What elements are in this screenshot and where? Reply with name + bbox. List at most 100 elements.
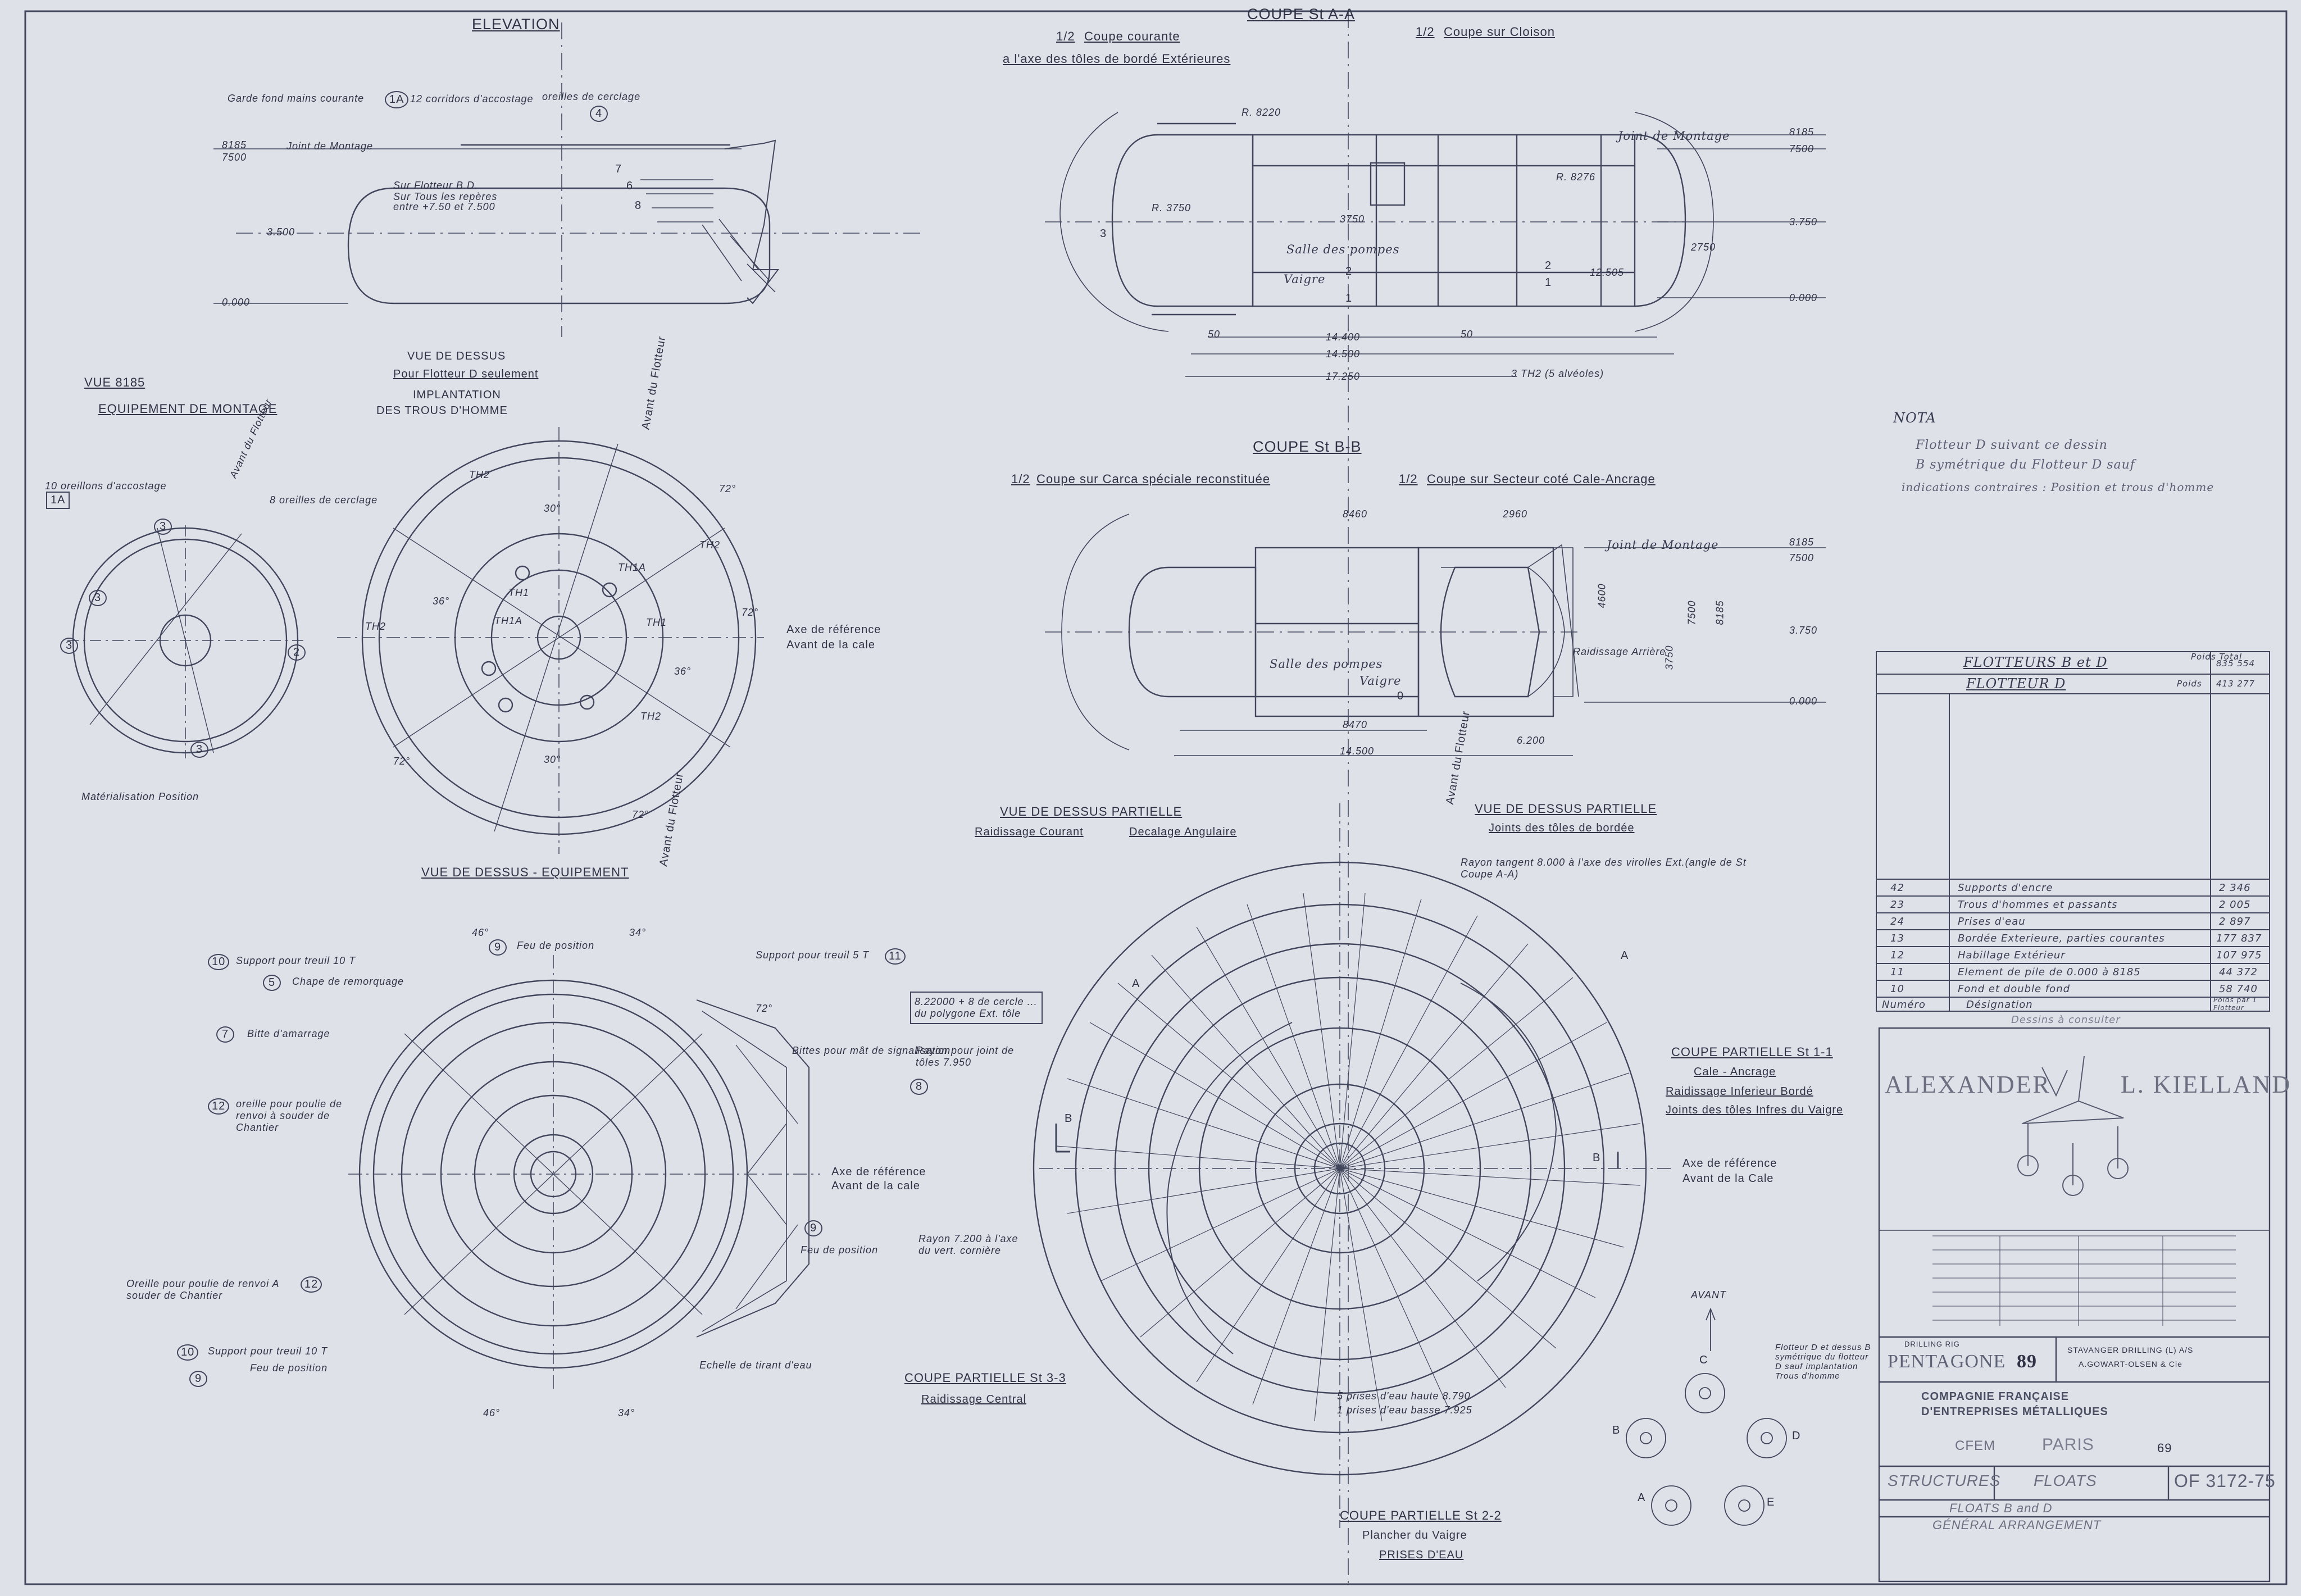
elevation-note: Sur Flotteur B.D. <box>393 180 479 191</box>
dimension: 14.400 <box>1326 331 1361 343</box>
label: 36° <box>433 595 450 607</box>
nota-title: NOTA <box>1893 410 1936 426</box>
label: 0 <box>1397 690 1404 702</box>
dimension: 2750 <box>1691 242 1716 253</box>
table-row-num: 23 <box>1890 899 1904 911</box>
vue-partielle-right-l2: Joints des tôles de bordée <box>1489 822 1635 834</box>
vue-partielle-left-l3: Decalage Angulaire <box>1129 826 1237 838</box>
section-mark: B <box>1065 1112 1073 1125</box>
table-row-weight: 2 346 <box>2219 882 2251 894</box>
coupe-11-l3: Raidissage Inferieur Bordé <box>1666 1085 1813 1098</box>
cfem: CFEM <box>1955 1438 1995 1453</box>
float-e: E <box>1767 1496 1775 1508</box>
level-label: 7500 <box>222 152 247 163</box>
sheet-no: 69 <box>2157 1441 2172 1455</box>
number: 2 <box>288 644 306 661</box>
label: 72° <box>393 756 411 767</box>
vue-8185-view <box>67 525 303 758</box>
table-row-desc: Fond et double fond <box>1958 983 2071 995</box>
table-row-weight: 107 975 <box>2216 949 2262 961</box>
angle: 46° <box>483 1407 501 1418</box>
fraction: 1/2 <box>1056 29 1075 43</box>
dimension: 7500 <box>1686 600 1698 625</box>
dimension: 14.500 <box>1340 745 1375 757</box>
table-header-2-label: Poids <box>2177 679 2202 689</box>
coupe-aa-view <box>1045 112 1826 377</box>
callout-num: 12 <box>208 1098 230 1115</box>
level-label: 3.750 <box>1789 625 1818 636</box>
dimension: 6.200 <box>1517 735 1545 746</box>
small-float-diagrams <box>1626 1307 1787 1526</box>
label: Vaigre <box>1359 674 1402 688</box>
drilling-rig: DRILLING RIG <box>1904 1340 1960 1348</box>
dimension: 2960 <box>1503 508 1528 520</box>
elevation-note: entre +7.50 et 7.500 <box>393 201 495 212</box>
table-row-weight: 177 837 <box>2216 933 2262 944</box>
pentagone: PENTAGONE <box>1888 1351 2006 1372</box>
rayon-7200-note: Rayon 7.200 à l'axe du vert. cornière <box>918 1233 1018 1256</box>
table-row-desc: Prises d'eau <box>1958 916 2026 927</box>
table-row-weight: 2 897 <box>2219 916 2251 927</box>
mark: 3 <box>1100 228 1107 240</box>
callout: Oreille pour poulie de renvoi A souder d… <box>126 1278 279 1301</box>
table-header-2: FLOTTEUR D <box>1966 676 2066 692</box>
table-row-num: 42 <box>1890 882 1904 894</box>
rayon-note: Rayon tangent 8.000 à l'axe des virolles… <box>1461 857 1747 880</box>
coupe-22-l3: PRISES D'EAU <box>1379 1549 1464 1561</box>
label: TH1A <box>494 615 523 626</box>
label: 12.505 <box>1590 267 1625 278</box>
elevation-note: Joint de Montage <box>287 140 374 152</box>
table-row-desc: Trous d'hommes et passants <box>1958 899 2118 911</box>
label: 36° <box>674 666 692 677</box>
callout-num: 10 <box>208 954 230 970</box>
cfem-line-1: COMPAGNIE FRANÇAISE <box>1921 1390 2070 1403</box>
label: Joint de Montage <box>1618 129 1730 143</box>
number-8: 8 <box>635 199 642 212</box>
label: TH1 <box>646 617 667 628</box>
float-b: B <box>1612 1424 1621 1436</box>
table-row-desc: Element de pile de 0.000 à 8185 <box>1958 966 2141 978</box>
coupe-bb-half-right: Coupe sur Secteur coté Cale-Ancrage <box>1427 472 1656 486</box>
section-mark: B <box>1593 1152 1601 1164</box>
angle: 72° <box>756 1003 773 1014</box>
angle: 34° <box>629 927 647 938</box>
callout-num: 10 <box>177 1344 199 1361</box>
table-header-2-value: 413 277 <box>2216 679 2255 689</box>
level-label: 8185 <box>222 139 247 151</box>
dimension: R. 3750 <box>1152 202 1192 213</box>
nota-line3: indications contraires : Position et tro… <box>1902 480 2214 494</box>
polygon-note: 8.22000 + 8 de cercle ... du polygone Ex… <box>910 992 1043 1024</box>
coupe-aa-half-left-2: a l'axe des tôles de bordé Extérieures <box>1003 52 1231 66</box>
angle: 46° <box>472 927 489 938</box>
axe-reference: Axe de référence <box>786 624 881 636</box>
mark-1a: 1A <box>385 91 409 108</box>
dimension: R. 8220 <box>1242 107 1281 118</box>
mark-1a: 1A <box>46 492 70 509</box>
rig-logo <box>2017 1056 2129 1196</box>
callout: Feu de position <box>801 1244 879 1256</box>
level-label: 0.000 <box>1789 292 1818 303</box>
number: 3 <box>89 590 107 606</box>
table-row-desc: Habillage Extérieur <box>1958 949 2066 961</box>
elevation-note: Sur Tous les repères <box>393 191 498 202</box>
float-d: D <box>1792 1430 1801 1442</box>
drawing-number: OF 3172-75 <box>2174 1471 2276 1491</box>
mark: 2 <box>1345 265 1353 278</box>
table-header-1-value: 835 554 <box>2216 658 2255 669</box>
avant-cale: Avant de la cale <box>831 1180 920 1192</box>
vue-dessus-line3: IMPLANTATION <box>413 389 501 401</box>
rig-name-left: ALEXANDER <box>1885 1071 2051 1098</box>
number-7: 7 <box>615 163 622 175</box>
callout: Feu de position <box>517 940 595 951</box>
elevation-title: ELEVATION <box>472 16 560 33</box>
vue-dessus-trous-homme <box>337 427 764 854</box>
cfem-line-2: D'ENTREPRISES MÉTALLIQUES <box>1921 1406 2108 1418</box>
coupe-11-l4: Joints des tôles Infres du Vaigre <box>1666 1104 1844 1116</box>
vue-dessus-partielle-big <box>1033 803 1674 1528</box>
table-row-desc: Supports d'encre <box>1958 882 2053 894</box>
description-2: GÉNÉRAL ARRANGEMENT <box>1932 1518 2102 1532</box>
label: TH2 <box>699 539 721 551</box>
vue-equipement-title: VUE DE DESSUS - EQUIPEMENT <box>421 865 629 879</box>
coupe-bb-title: COUPE St B-B <box>1253 438 1362 455</box>
